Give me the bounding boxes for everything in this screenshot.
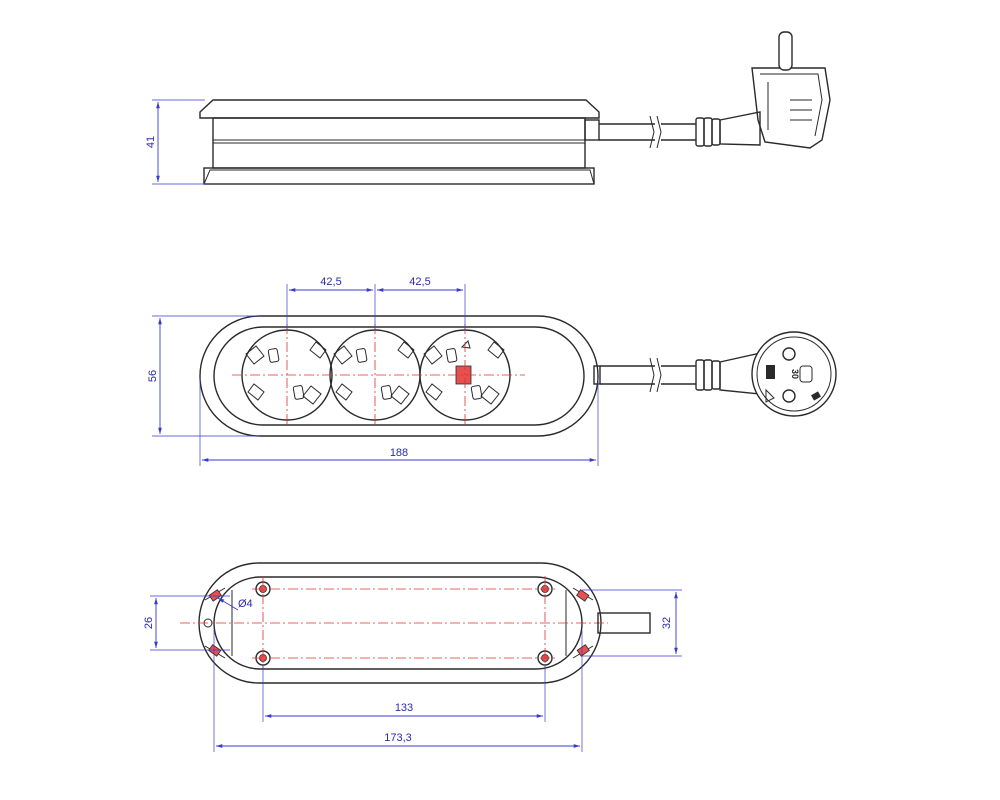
label-front-height: 56 bbox=[147, 370, 159, 382]
dimension-cable-width: 32 bbox=[582, 589, 682, 657]
dimension-bottom-width: 26 bbox=[143, 595, 230, 651]
dimension-socket-pitch: 42,5 42,5 bbox=[286, 276, 466, 330]
dimension-bottom-length: 173,3 bbox=[213, 630, 583, 752]
label-bottom-width: 26 bbox=[143, 617, 155, 629]
label-socket-pitch-1: 42,5 bbox=[320, 276, 341, 288]
dimension-hole-spacing: 133 bbox=[262, 666, 546, 722]
label-hole-diameter: Ø4 bbox=[238, 598, 253, 610]
plug-marking-icon bbox=[766, 365, 775, 379]
label-bottom-length: 173,3 bbox=[384, 732, 412, 744]
label-front-length: 188 bbox=[390, 447, 408, 459]
label-side-height: 41 bbox=[145, 136, 157, 148]
bottom-view bbox=[180, 562, 651, 684]
label-socket-pitch-2: 42,5 bbox=[409, 276, 430, 288]
dimension-front-length: 188 bbox=[199, 378, 599, 466]
side-view bbox=[199, 31, 831, 185]
dimension-side-height: 41 bbox=[145, 99, 205, 185]
top-view: 30 bbox=[199, 315, 837, 437]
dimension-hole-diameter: Ø4 bbox=[217, 597, 253, 611]
plug-face: 30 bbox=[751, 331, 837, 417]
dimension-front-height: 56 bbox=[147, 315, 260, 437]
label-cable-width: 32 bbox=[661, 617, 673, 629]
plug-marking-text: 30 bbox=[790, 369, 800, 379]
label-hole-spacing: 133 bbox=[395, 702, 413, 714]
